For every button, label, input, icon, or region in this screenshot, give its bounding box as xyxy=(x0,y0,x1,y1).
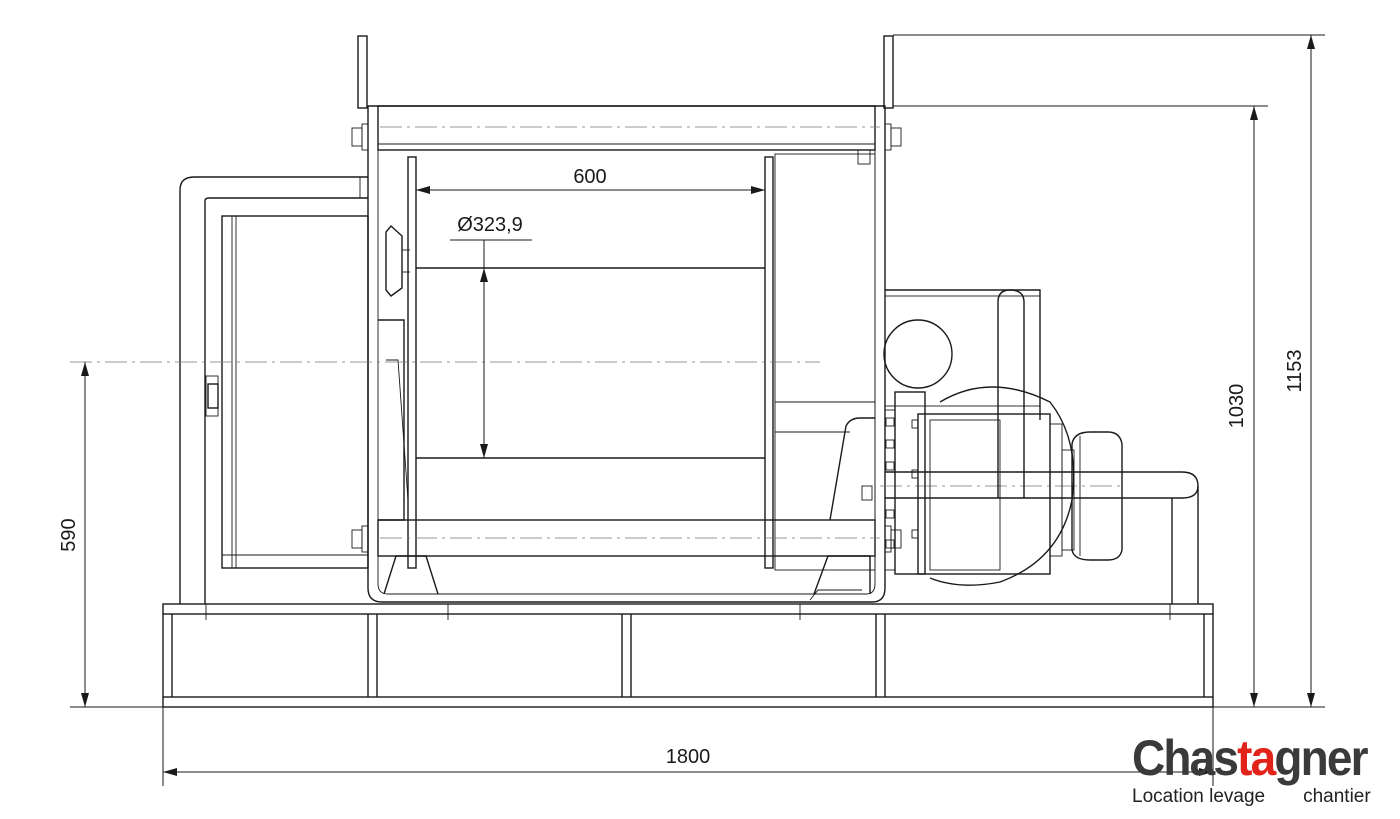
axis-height-label: 590 xyxy=(58,518,80,551)
main-frame xyxy=(351,105,902,603)
base-frame xyxy=(162,603,1214,708)
frame-height-label: 1030 xyxy=(1226,384,1248,429)
left-tube-guard xyxy=(179,176,368,604)
drum-diameter-label: Ø323,9 xyxy=(457,214,523,236)
dimension-frame-height: 1030 xyxy=(893,105,1268,707)
power-unit xyxy=(861,289,1199,604)
dimension-total-height: 1153 xyxy=(893,34,1325,708)
dimension-axis-height: 590 xyxy=(58,362,163,708)
left-brake-housing xyxy=(205,215,369,569)
dimension-total-length: 1800 xyxy=(162,707,1214,786)
drum-width-label: 600 xyxy=(573,166,606,188)
dimension-drum-diameter: Ø323,9 xyxy=(450,214,532,458)
lifting-lugs xyxy=(357,35,894,109)
total-length-label: 1800 xyxy=(666,746,711,768)
total-height-label: 1153 xyxy=(1284,349,1306,392)
center-lines xyxy=(70,126,1120,539)
dimension-drum-width: 600 xyxy=(416,166,765,194)
winch-drum xyxy=(378,153,876,601)
logo-wordmark: Chastagner xyxy=(1132,730,1369,786)
